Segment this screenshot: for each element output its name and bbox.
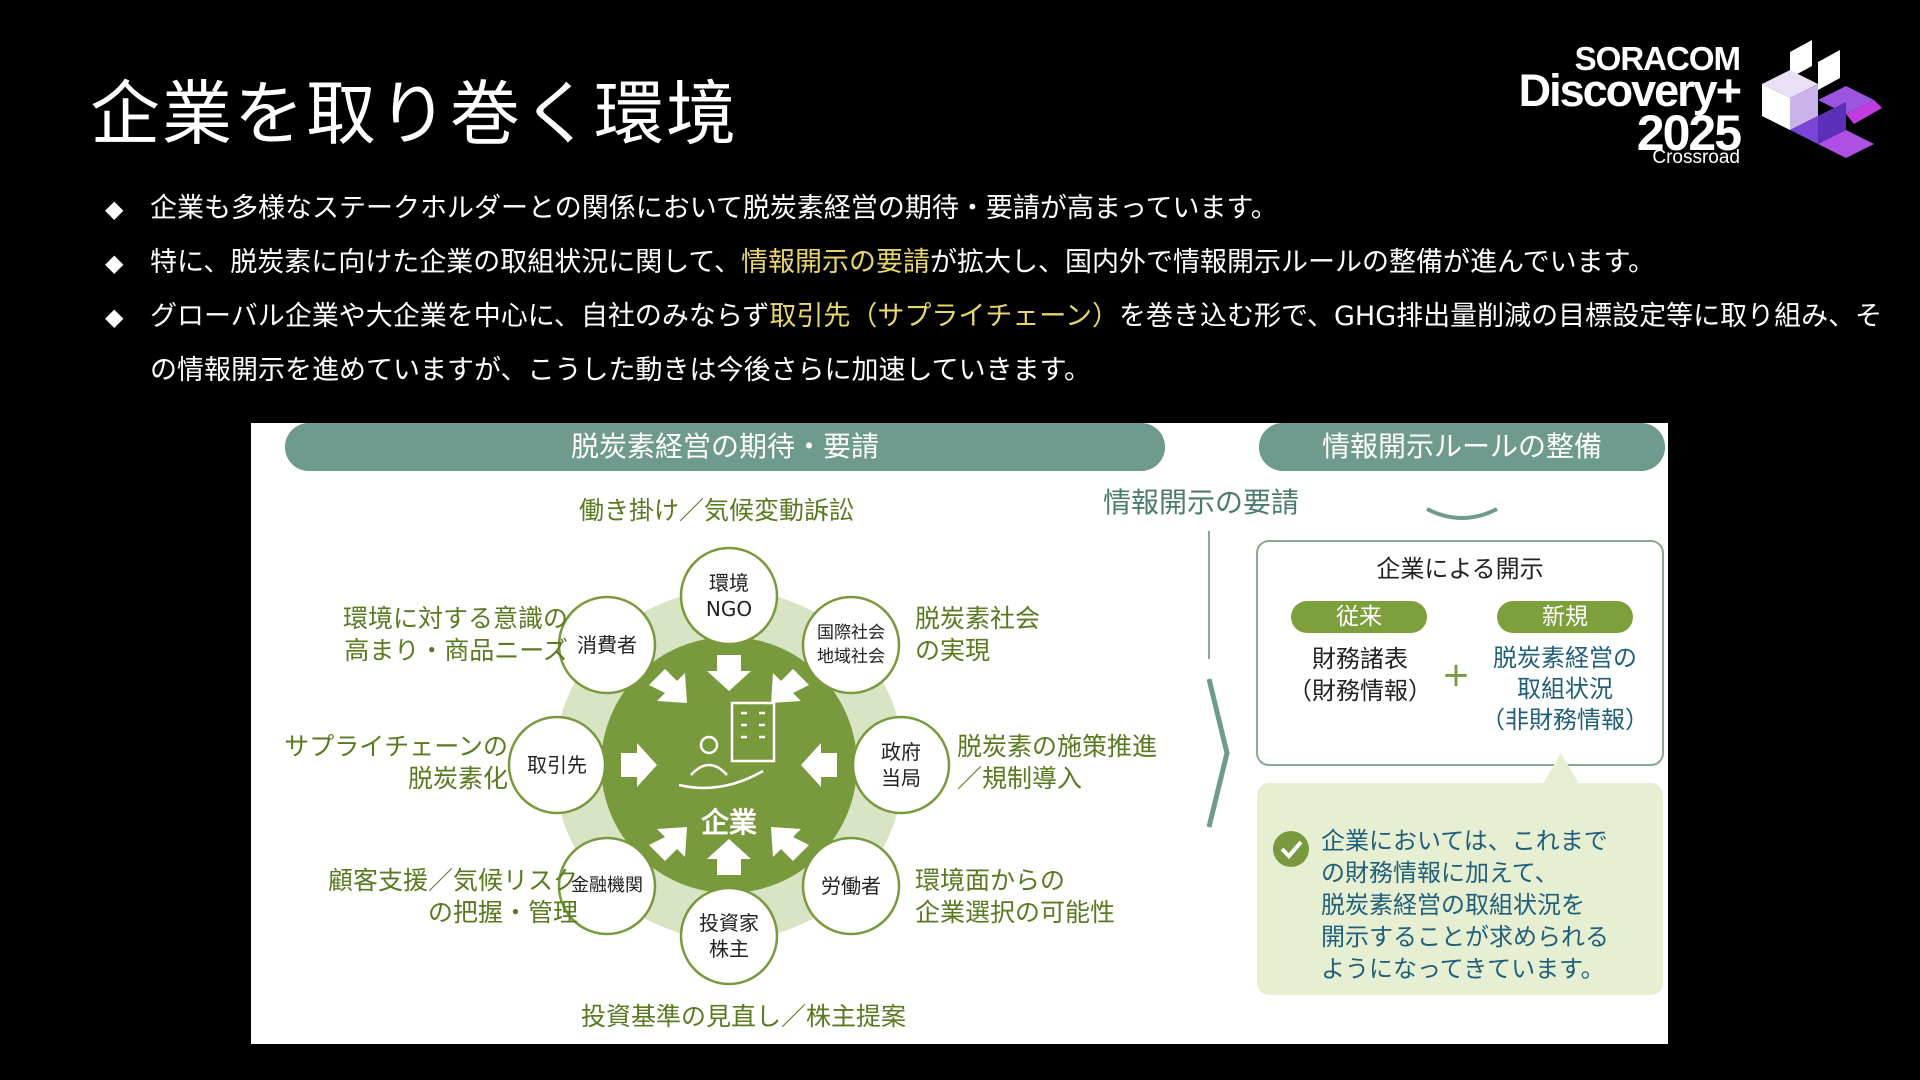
logo-line-year: 2025 <box>1636 105 1742 161</box>
bullet-item: ◆ 特に、脱炭素に向けた企業の取組状況に関して、情報開示の要請が拡大し、国内外で情… <box>105 236 1895 290</box>
node-gov: 政府当局 <box>881 740 921 790</box>
old-pill: 従来 <box>1291 601 1427 633</box>
header-right-label: 情報開示ルールの整備 <box>1259 423 1665 471</box>
bullet-list: ◆ 企業も多様なステークホルダーとの関係において脱炭素経営の期待・要請が高まってい… <box>105 182 1895 398</box>
highlighted-text: 情報開示の要請 <box>741 247 931 278</box>
note-box <box>1257 783 1663 995</box>
label-bottom: 投資基準の見直し／株主提案 <box>581 1002 907 1031</box>
note-pointer <box>1541 753 1581 787</box>
highlighted-text: 取引先（サプライチェーン） <box>769 301 1120 332</box>
label-top: 働き掛け／気候変動訴訟 <box>579 496 855 525</box>
label-supplier: サプライチェーンの脱炭素化 <box>284 732 508 793</box>
new-text: 脱炭素経営の取組状況（非財務情報） <box>1481 644 1649 734</box>
bracket-chevron <box>1206 678 1230 828</box>
bullet-item: ◆ グローバル企業や大企業を中心に、自社のみならず取引先（サプライチェーン）を巻き… <box>105 290 1895 398</box>
disclosure-box <box>1256 540 1664 766</box>
bullet-text: を巻き込む形で、GHG排出量削減の目標設定等に取り組み、その情報開示を進めていま… <box>150 301 1883 386</box>
soracom-discovery-logo: SORACOM Discovery+ 2025 Crossroad <box>1495 38 1890 170</box>
company-building-icon <box>678 701 776 790</box>
node-supplier: 取引先 <box>527 753 587 777</box>
logo-line-discovery: Discovery+ <box>1518 65 1742 116</box>
bullet-item: ◆ 企業も多様なステークホルダーとの関係において脱炭素経営の期待・要請が高まってい… <box>105 182 1895 236</box>
node-labor: 労働者 <box>821 874 881 898</box>
check-icon <box>1273 831 1309 867</box>
header-left-label: 脱炭素経営の期待・要請 <box>285 423 1165 471</box>
slide-title: 企業を取り巻く環境 <box>90 73 738 155</box>
down-chevron-icon <box>1426 507 1498 520</box>
bullet-diamond-icon: ◆ <box>105 195 124 223</box>
bullet-text: が拡大し、国内外で情報開示ルールの整備が進んでいます。 <box>930 247 1655 278</box>
bullet-text: 特に、脱炭素に向けた企業の取組状況に関して、 <box>150 247 742 278</box>
logo-line-crossroad: Crossroad <box>1652 147 1740 168</box>
stakeholder-nodes <box>507 546 951 986</box>
note-text: 企業においては、これまでの財務情報に加えて、脱炭素経営の取組状況を開示することが… <box>1321 827 1609 983</box>
logo-line-soracom: SORACOM <box>1574 40 1741 77</box>
node-investor: 投資家株主 <box>699 911 759 961</box>
node-consumer: 消費者 <box>577 633 637 657</box>
box-title: 企業による開示 <box>1376 555 1544 583</box>
label-labor: 環境面からの企業選択の可能性 <box>915 866 1116 927</box>
bullet-diamond-icon: ◆ <box>105 303 124 331</box>
plus-sign: + <box>1441 655 1471 695</box>
new-pill: 新規 <box>1497 601 1633 633</box>
inward-arrows <box>621 655 837 875</box>
bullet-text: 企業も多様なステークホルダーとの関係において脱炭素経営の期待・要請が高まっていま… <box>150 193 1278 224</box>
old-text: 財務諸表（財務情報） <box>1288 645 1432 705</box>
logo-cube-icon <box>1762 40 1882 158</box>
label-gov: 脱炭素の施策推進／規制導入 <box>957 732 1158 793</box>
diagram-figure: 脱炭素経営の期待・要請 情報開示ルールの整備 働き掛け／気候変動訴訟 投資基準の… <box>251 423 1668 1044</box>
label-finance: 顧客支援／気候リスクの把握・管理 <box>327 866 578 927</box>
node-intl: 国際社会地域社会 <box>817 623 885 667</box>
label-intl: 脱炭素社会の実現 <box>915 604 1041 665</box>
node-finance: 金融機関 <box>571 875 643 896</box>
bullet-diamond-icon: ◆ <box>105 249 124 277</box>
center-label: 企業 <box>700 806 758 839</box>
label-consumer: 環境に対する意識の高まり・商品ニーズ <box>342 604 568 665</box>
bullet-text: グローバル企業や大企業を中心に、自社のみならず <box>150 301 770 332</box>
disclosure-request-label: 情報開示の要請 <box>1103 486 1300 519</box>
